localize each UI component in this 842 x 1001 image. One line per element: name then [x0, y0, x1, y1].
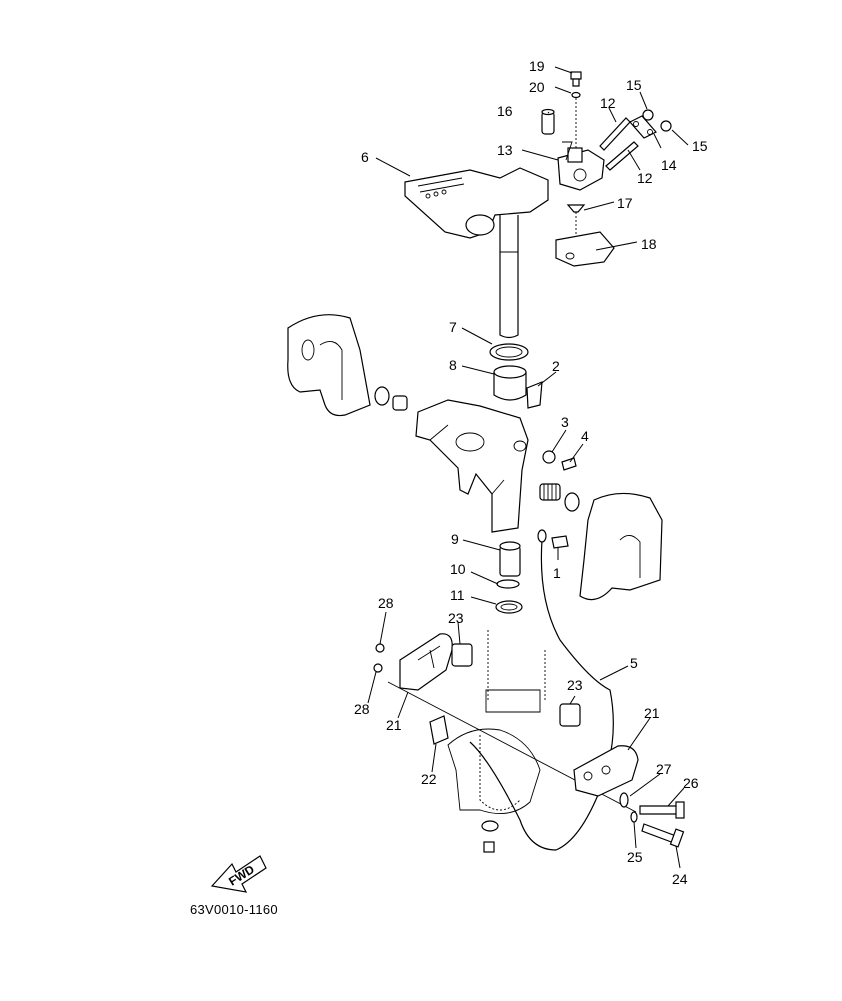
callout-1: 1: [553, 565, 561, 581]
callout-11: 11: [450, 587, 465, 603]
screw-17: [566, 204, 586, 213]
lower-casing: [447, 630, 546, 815]
bushing-3: [542, 450, 556, 464]
callout-6: 6: [361, 149, 369, 165]
bushing-9: [499, 541, 521, 577]
callout-27: 27: [656, 761, 672, 777]
callout-15b: 15: [692, 138, 708, 154]
bushing-8: [493, 365, 527, 401]
mount-21-right: [573, 745, 639, 797]
nut-15b: [660, 120, 672, 132]
steering-arm-assembly: [404, 167, 549, 339]
callout-14: 14: [661, 157, 677, 173]
friction-bracket: [557, 141, 605, 191]
callout-17: 17: [617, 195, 633, 211]
callout-10: 10: [450, 561, 466, 577]
callout-18: 18: [641, 236, 657, 252]
damper-23b: [559, 703, 581, 727]
washer-25: [630, 811, 638, 823]
screw-28b: [373, 663, 383, 673]
callout-5: 5: [630, 655, 638, 671]
bolt-24: [641, 823, 685, 848]
callout-8: 8: [449, 357, 457, 373]
washer-20: [571, 91, 581, 99]
lower-screw: [481, 820, 499, 853]
callout-9: 9: [451, 531, 459, 547]
callout-28b: 28: [354, 701, 370, 717]
callout-12a: 12: [600, 95, 616, 111]
fwd-arrow-icon: [210, 855, 267, 893]
callout-22: 22: [421, 771, 437, 787]
callout-3: 3: [561, 414, 569, 430]
nut-15a: [642, 109, 654, 121]
clamp-bracket-left: [287, 314, 371, 417]
bolt-26: [639, 801, 685, 819]
callout-23b: 23: [567, 677, 583, 693]
washer-7: [489, 343, 529, 361]
seal-11: [495, 600, 523, 614]
callout-2: 2: [552, 358, 560, 374]
callout-7: 7: [449, 319, 457, 335]
callout-labels: 19 20 16 12 15 15 14 12 13 6 17 18 7 8 2…: [354, 58, 708, 887]
clamp-bracket-right: [579, 492, 663, 601]
callout-24: 24: [672, 871, 688, 887]
callout-19: 19: [529, 58, 545, 74]
callout-20: 20: [529, 79, 545, 95]
mount-21-left: [399, 633, 453, 691]
pin-16: [541, 108, 555, 135]
bolt-19: [570, 71, 582, 87]
washer-left: [374, 386, 390, 406]
callout-16: 16: [497, 103, 513, 119]
spacer-2: [526, 381, 543, 409]
callout-28a: 28: [378, 595, 394, 611]
callout-26: 26: [683, 775, 699, 791]
swivel-bracket: [415, 399, 529, 533]
plate-18: [555, 231, 615, 267]
callout-15a: 15: [626, 77, 642, 93]
washer-27: [619, 792, 629, 808]
callout-23a: 23: [448, 610, 464, 626]
studs-12: [599, 117, 639, 171]
callout-21a: 21: [386, 717, 402, 733]
screw-28a: [375, 643, 385, 653]
diagram-reference-code: 63V0010-1160: [190, 902, 278, 917]
plate-14: [629, 115, 657, 139]
washer-right: [564, 492, 580, 512]
damper-23a: [451, 643, 473, 667]
o-ring-10: [496, 579, 520, 589]
callout-21b: 21: [644, 705, 660, 721]
bolt-1: [551, 535, 569, 549]
damper-22: [429, 715, 449, 745]
callout-13: 13: [497, 142, 513, 158]
callout-4: 4: [581, 428, 589, 444]
callout-25: 25: [627, 849, 643, 865]
leader-lines: [367, 66, 689, 869]
bolt-left: [392, 395, 408, 411]
callout-12b: 12: [637, 170, 653, 186]
screw-4: [561, 457, 577, 471]
bushing-right: [539, 483, 561, 501]
